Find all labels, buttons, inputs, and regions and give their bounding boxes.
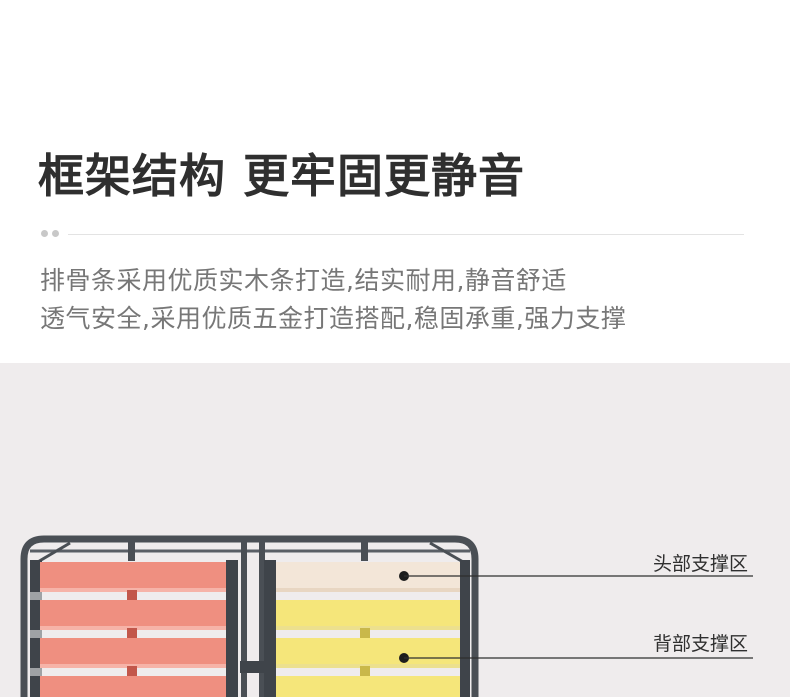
dot-icon — [41, 230, 48, 237]
slat-holder-right — [460, 560, 470, 697]
center-bracket — [240, 661, 266, 673]
post — [361, 539, 368, 561]
slat-holder-center-left — [226, 560, 238, 697]
center-rail-left — [241, 539, 247, 697]
slat — [276, 562, 460, 592]
center-rail-right — [259, 539, 265, 697]
left-slats — [30, 562, 226, 697]
corner-brace-right — [429, 541, 466, 565]
slat-holder-center-right — [264, 560, 276, 697]
callout-label-back-zone: 背部支撑区 — [653, 633, 749, 655]
slat — [40, 676, 226, 697]
bed-frame-illustration — [20, 535, 753, 697]
slat — [40, 562, 226, 592]
dot-icon — [52, 230, 59, 237]
post — [128, 539, 135, 561]
slat — [40, 638, 226, 668]
head-zone-slats — [276, 562, 460, 592]
slat — [276, 600, 460, 630]
divider-line — [68, 234, 744, 235]
slat — [276, 638, 460, 668]
outer-frame — [20, 535, 479, 697]
corner-brace-left — [35, 541, 71, 565]
back-zone-slats — [276, 600, 460, 697]
page-title: 框架结构 更牢固更静音 — [38, 149, 526, 203]
description-line-2: 透气安全,采用优质五金打造搭配,稳固承重,强力支撑 — [40, 304, 627, 333]
decorative-dots — [41, 230, 61, 238]
slat — [276, 676, 460, 697]
description-line-1: 排骨条采用优质实木条打造,结实耐用,静音舒适 — [40, 266, 567, 295]
slat — [40, 600, 226, 630]
callout-label-head-zone: 头部支撑区 — [653, 553, 749, 575]
